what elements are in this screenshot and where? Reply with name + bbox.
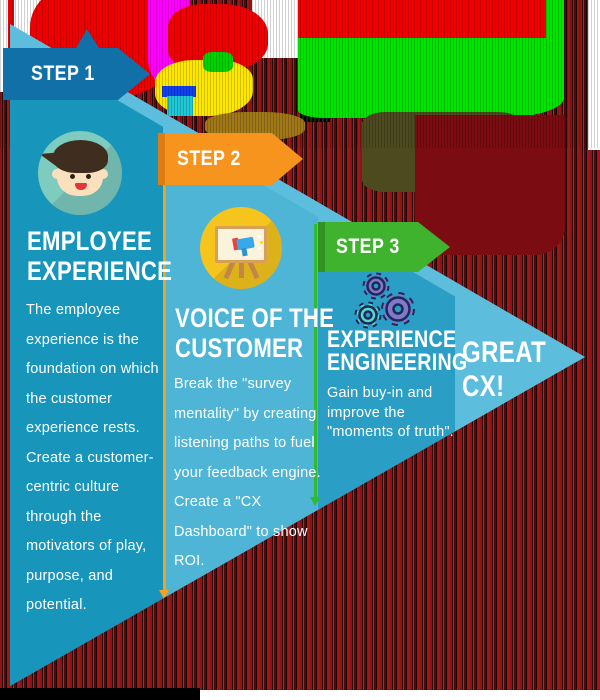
divider-arrow-down-icon — [158, 590, 169, 599]
boy-avatar-icon — [38, 131, 122, 215]
step-2-banner-label: STEP 2 — [177, 147, 241, 170]
noise-artifact — [0, 688, 200, 700]
step-1-heading: EMPLOYEE EXPERIENCE — [27, 226, 173, 286]
step-3-body: Gain buy-in and improve the "moments of … — [327, 385, 454, 440]
step-2-body: Break the "survey mentality" by creating… — [174, 376, 321, 569]
noise-artifact — [298, 0, 548, 44]
step-1-banner-label: STEP 1 — [31, 62, 95, 85]
divider-line-1 — [162, 140, 166, 590]
noise-artifact — [203, 52, 233, 72]
step-3-banner-fold — [318, 222, 325, 272]
noise-artifact — [298, 38, 564, 118]
gears-icon — [348, 272, 420, 339]
step-2-heading: VOICE OF THE CUSTOMER — [175, 303, 335, 363]
divider-arrow-down-icon — [309, 497, 320, 506]
great-cx-label: GREAT CX! — [462, 336, 547, 403]
noise-artifact — [415, 115, 565, 255]
noise-artifact — [162, 86, 196, 97]
step-3-heading: EXPERIENCE ENGINEERING — [327, 326, 468, 376]
noise-artifact — [167, 96, 193, 116]
noise-artifact — [588, 0, 600, 150]
step-3-banner-label: STEP 3 — [336, 235, 400, 258]
step-2-banner-fold — [158, 133, 165, 185]
presentation-easel-icon — [200, 207, 282, 289]
step-1-body: The employee experience is the foundatio… — [26, 302, 159, 613]
noise-artifact — [546, 0, 564, 44]
noise-artifact — [200, 690, 600, 700]
divider-line-2 — [313, 224, 317, 497]
